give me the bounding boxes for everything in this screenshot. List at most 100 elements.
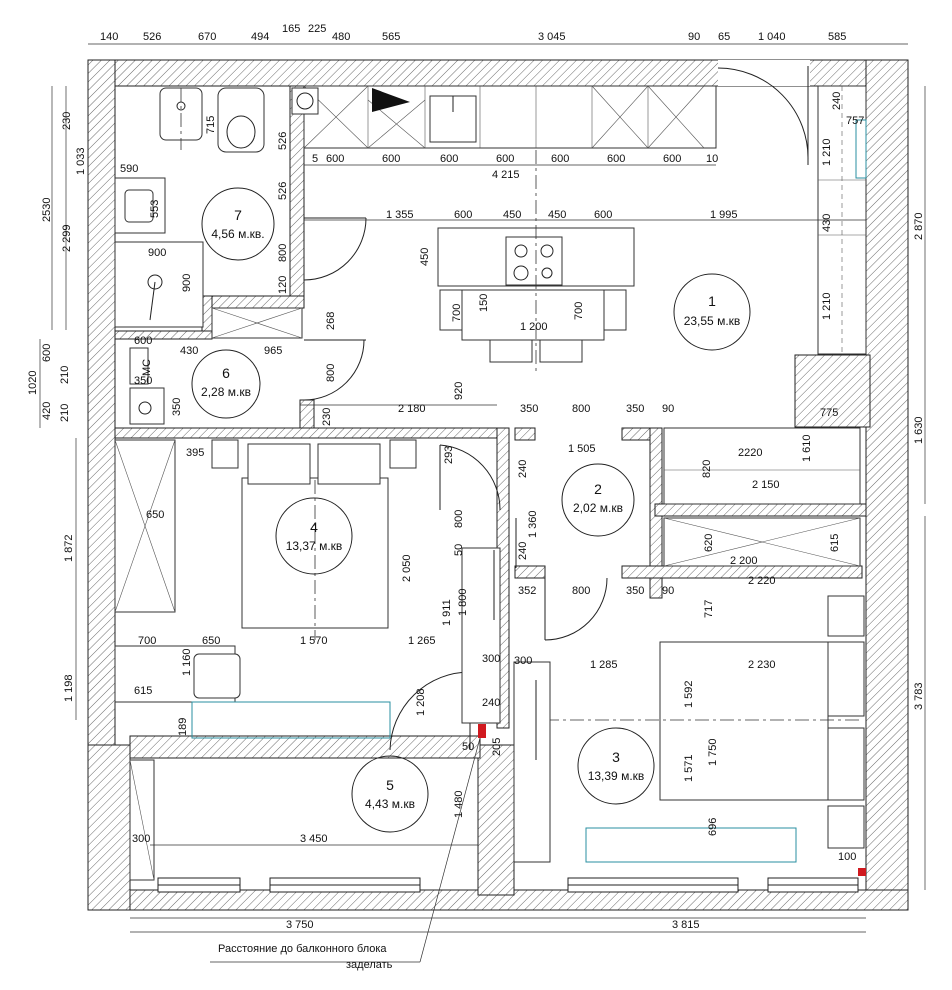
room-area: 4,56 м.кв.: [211, 227, 264, 241]
dim-right: 1 630: [913, 416, 925, 444]
dim-hall: 1 610: [801, 434, 813, 462]
dim-wc: 350: [171, 398, 183, 416]
dim-top: 3 045: [538, 31, 566, 43]
dim-wc: 268: [325, 312, 337, 330]
dim-top: 165: [282, 23, 300, 35]
bathroom-fixtures: [114, 87, 265, 328]
dim-hall: 775: [820, 407, 838, 419]
left-dimensions: 230 1 033 2530 2 299 1020 600 210 420 21…: [27, 112, 87, 702]
dim-room4: 189: [177, 718, 189, 736]
wc-fixtures: [129, 307, 303, 425]
dim-balcony: 3 450: [300, 833, 328, 845]
dim-room4: 700: [138, 635, 156, 647]
dim-wardrobe: 757: [846, 115, 864, 127]
dimension-lines: [39, 43, 926, 963]
dim-kitchen: 5: [312, 153, 318, 165]
dim-hall: 2 150: [752, 479, 780, 491]
dim-room4: 615: [134, 685, 152, 697]
dim-wc: MC: [141, 359, 153, 376]
dim-hall: 1 505: [568, 443, 596, 455]
dim-closet: 350: [626, 585, 644, 597]
dim-room4: 240: [482, 697, 500, 709]
dim-hall: 240: [517, 460, 529, 478]
dim-balcony: 300: [132, 833, 150, 845]
room4-dimensions: 395 650 2 050 800 50 1 911 1 800 700 650…: [134, 447, 500, 736]
dim-closet: 2 200: [730, 555, 758, 567]
room-area: 23,55 м.кв: [684, 314, 741, 328]
dim-island: 1 355: [386, 209, 414, 221]
dim-bottom: 3 815: [672, 919, 700, 931]
dim-room3: 696: [707, 818, 719, 836]
dim-room4: 650: [202, 635, 220, 647]
note-line: Расстояние до балконного блока: [218, 943, 387, 955]
dim-wardrobe: 240: [831, 92, 843, 110]
dim-top: 585: [828, 31, 846, 43]
dim-kitchen: 600: [382, 153, 400, 165]
dim-closet: 352: [518, 585, 536, 597]
room-area: 13,39 м.кв: [588, 769, 645, 783]
dim-room4: 1 911: [441, 599, 453, 626]
entrance-door: [717, 60, 810, 165]
dim-hall: 90: [662, 403, 674, 415]
room-number: 6: [222, 365, 230, 381]
room-label-1: 1 23,55 м.кв: [673, 273, 751, 351]
balcony-furniture: [129, 724, 486, 881]
dim-room3: 2 230: [748, 659, 776, 671]
dim-kitchen: 600: [663, 153, 681, 165]
right-dimensions: 2 870 1 630 3 783: [913, 212, 925, 710]
wc-dimensions: 715 526 526 590 553 900 900 800 120 268 …: [120, 116, 337, 416]
wardrobe-dimensions: 240 757 1 210 430 1 210: [821, 92, 864, 320]
room-label-2: 2 2,02 м.кв: [561, 463, 635, 537]
dim-top: 494: [251, 31, 269, 43]
dim-wc: 120: [277, 276, 289, 294]
dim-hall: 2 180: [398, 403, 426, 415]
dim-hall: 920: [453, 382, 465, 400]
room-label-4: 4 13,37 м.кв: [275, 497, 353, 575]
dim-room3: 1 571: [683, 754, 695, 782]
dim-wc: 715: [205, 116, 217, 134]
dim-closet: 90: [662, 585, 674, 597]
dim-top: 225: [308, 23, 326, 35]
dim-hall: 230: [321, 408, 333, 426]
bedroom3-furniture: [513, 595, 866, 876]
bedroom4-furniture: [114, 439, 501, 739]
balcony-dimensions: 1 480 300 3 450: [132, 790, 465, 845]
dim-right: 3 783: [913, 682, 925, 710]
dim-bottom: 3 750: [286, 919, 314, 931]
dim-island: 600: [594, 209, 612, 221]
dim-hall: 820: [701, 460, 713, 478]
kitchen-cabinets: [291, 85, 717, 149]
note-line: заделать: [346, 959, 393, 971]
dim-hall: 293: [443, 446, 455, 464]
dim-closet: 240: [517, 542, 529, 560]
dim-hall: 800: [325, 364, 337, 382]
dim-room4: 395: [186, 447, 204, 459]
dim-room3: 1 592: [683, 680, 695, 708]
room-area: 2,28 м.кв: [201, 385, 251, 399]
dim-closet: 800: [572, 585, 590, 597]
dim-island: 700: [573, 302, 585, 320]
dim-island: 1 995: [710, 209, 738, 221]
top-dimensions: 140 526 670 494 165 225 480 565 3 045 90…: [100, 23, 846, 43]
dim-room4: 1 570: [300, 635, 328, 647]
room-label-5: 5 4,43 м.кв: [351, 755, 429, 833]
room-number: 1: [708, 293, 716, 309]
dim-left: 420: [41, 402, 53, 420]
dim-room3: 100: [838, 851, 856, 863]
hall-dimensions: 800 920 230 2 180 350 800 350 90 775 1 6…: [321, 364, 838, 538]
dim-wardrobe: 1 210: [821, 138, 833, 166]
kitchen-dimensions: 5 600 600 600 600 600 600 600 10 4 215: [312, 153, 718, 181]
dim-kitchen: 600: [607, 153, 625, 165]
hall-wardrobe: [663, 85, 867, 567]
dim-room3: 205: [491, 738, 503, 756]
dim-hall: 350: [626, 403, 644, 415]
dim-island: 450: [419, 248, 431, 266]
dim-wc: 553: [149, 200, 161, 218]
dim-room4: 1 160: [181, 648, 193, 676]
dim-wc: 965: [264, 345, 282, 357]
dim-top: 565: [382, 31, 400, 43]
dim-left: 1 198: [63, 674, 75, 702]
dim-left: 600: [41, 344, 53, 362]
room-number: 7: [234, 207, 242, 223]
dim-island: 700: [451, 304, 463, 322]
